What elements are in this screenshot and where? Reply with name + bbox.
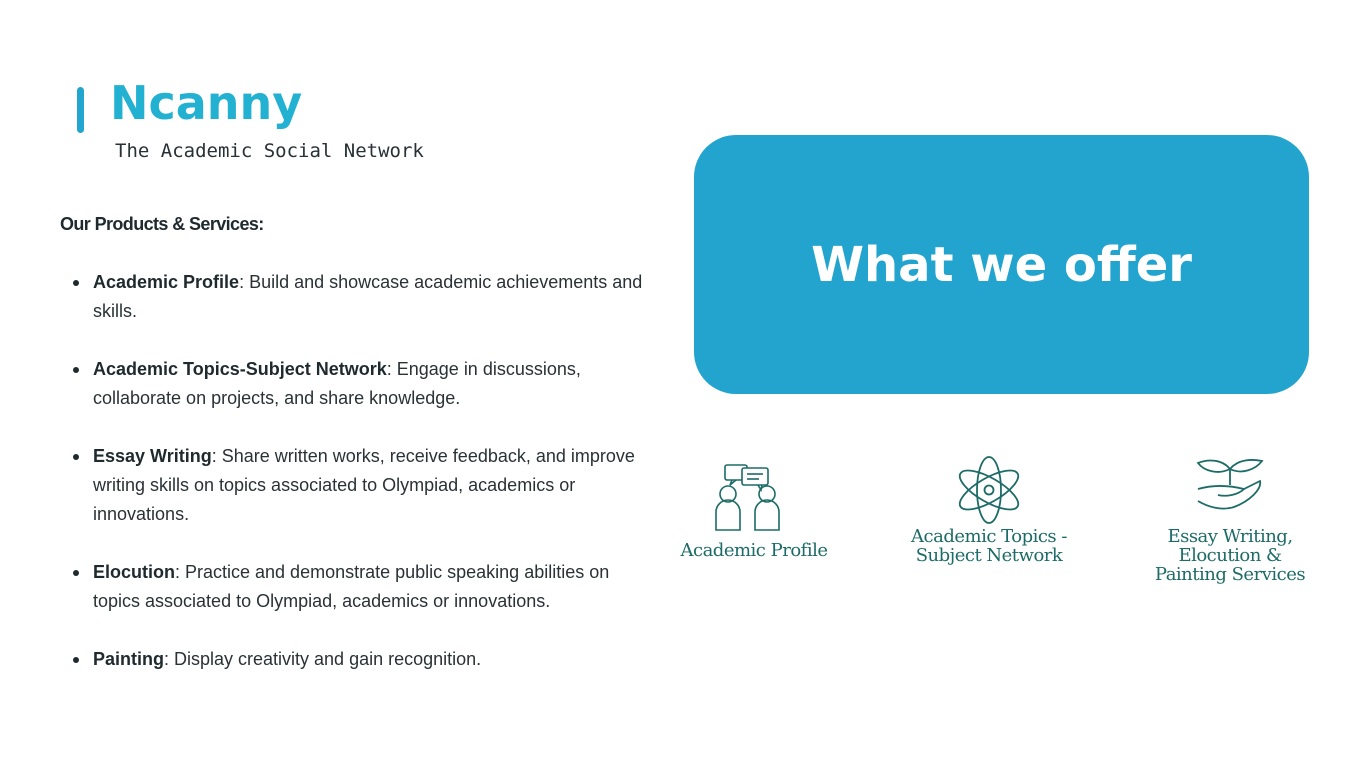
service-item: Academic Topics-Subject Network: Engage … — [60, 355, 660, 413]
accent-bar — [77, 87, 84, 133]
feature-academic-profile: Academic Profile — [654, 455, 854, 560]
service-description: : Build and showcase academic achievemen… — [93, 272, 643, 321]
feature-label: Academic Profile — [680, 540, 829, 561]
feature-essay-services: Essay Writing, Elocution & Painting Serv… — [1130, 455, 1330, 584]
hand-sprout-icon — [1196, 459, 1264, 510]
services-list: Academic Profile: Build and showcase aca… — [60, 268, 660, 703]
service-description: : Share written works, receive feedback,… — [93, 446, 635, 524]
service-name: Essay Writing — [93, 446, 212, 466]
service-name: Elocution — [93, 562, 175, 582]
service-name: Painting — [93, 649, 164, 669]
service-item: Academic Profile: Build and showcase aca… — [60, 268, 660, 326]
service-description: : Display creativity and gain recognitio… — [164, 649, 482, 669]
feature-academic-topics: Academic Topics - Subject Network — [889, 455, 1089, 565]
what-we-offer-card: What we offer — [694, 135, 1309, 394]
service-name: Academic Topics-Subject Network — [93, 359, 387, 379]
brand-title: Ncanny — [110, 76, 303, 130]
feature-label: Essay Writing, Elocution & Painting Serv… — [1154, 526, 1306, 585]
service-item: Essay Writing: Share written works, rece… — [60, 442, 660, 529]
service-description: : Practice and demonstrate public speaki… — [93, 562, 610, 611]
service-description: : Engage in discussions, collaborate on … — [93, 359, 581, 408]
feature-label: Academic Topics - Subject Network — [911, 526, 1067, 566]
people-chat-icon — [715, 464, 780, 531]
service-item: Painting: Display creativity and gain re… — [60, 645, 660, 674]
service-item: Elocution: Practice and demonstrate publ… — [60, 558, 660, 616]
offer-card-label: What we offer — [811, 236, 1192, 293]
service-name: Academic Profile — [93, 272, 240, 292]
brand-subtitle: The Academic Social Network — [115, 140, 424, 162]
section-heading: Our Products & Services: — [60, 214, 264, 234]
atom-icon — [958, 456, 1020, 524]
